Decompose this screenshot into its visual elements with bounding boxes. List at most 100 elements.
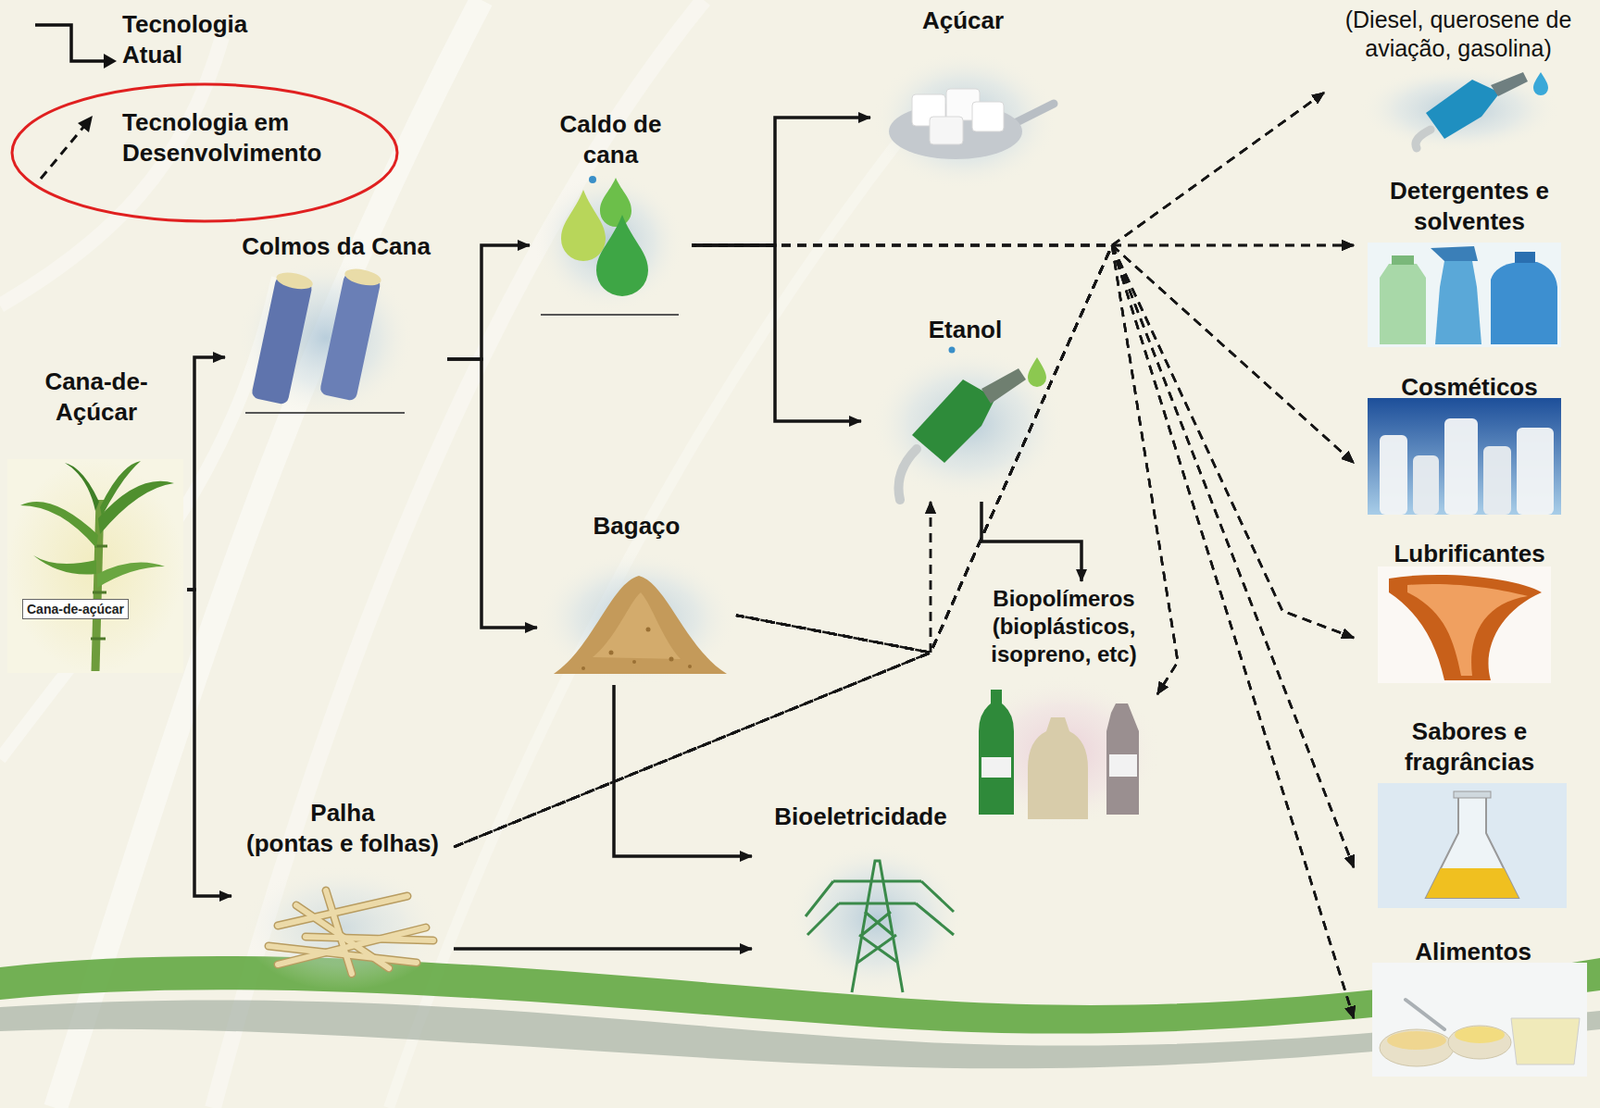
cane-stalks-icon [343,265,383,288]
legend-samples [77,115,93,133]
detergent-icon [1430,246,1478,262]
food-icon [1511,1018,1580,1065]
node-label: Palha [310,798,375,829]
cosmetics-icon [1412,455,1439,515]
straw-icon [305,937,434,941]
lubricant-icon [1388,575,1542,681]
sugar-icon [1016,103,1054,123]
cosmetics-icon [1444,418,1478,515]
power-tower-icon [857,912,899,963]
power-tower-icon [833,881,922,904]
dashed-arrow [736,245,1178,695]
cane-stalks-icon [275,269,314,292]
product-node: Detergentes e solventes [1353,172,1586,350]
dashed-arrow [453,245,1178,848]
sugarcane-icon [7,459,184,674]
dashed-arrow [453,245,1354,848]
straw-icon [325,890,352,975]
product-node: Caldo de cana [529,105,692,321]
sugarcane-icon [7,459,184,674]
detergent-icon [1391,255,1414,265]
power-tower-icon [805,861,954,993]
fuel-pump-icon [1359,66,1560,152]
node-label: Sabores e fragrâncias [1384,716,1556,777]
ethanol-pump-icon [870,348,1065,500]
bagasse-icon [669,657,675,663]
sugar-icon [929,116,963,145]
juice-icon [540,313,679,316]
power-tower-icon [788,842,965,995]
dashed-arrow [453,245,1354,848]
ethanol-pump-icon [981,368,1026,404]
straw-icon [268,890,434,975]
product-node: Açúcar [870,1,1056,193]
node-label: (Diesel, querosene de aviação, gasolina) [1342,5,1575,64]
sugarcane-icon [98,481,175,535]
juice-icon [588,175,597,184]
dashed-arrow [691,92,1325,246]
detergent-icon [1367,242,1562,348]
node-label: (pontas e folhas) [246,828,439,860]
node-label: Detergentes e solventes [1384,175,1556,237]
fuel-pump-icon [1490,72,1528,97]
biopolymer-bottles-icon [981,757,1012,778]
background [0,277,278,760]
straw-icon [277,896,408,926]
flavor-flask-icon [1453,791,1491,799]
dashed-arrow [453,245,1354,868]
straw-icon [268,890,434,975]
product-node: Sabores e fragrâncias [1353,712,1586,910]
biopolymer-bottles-icon [1106,703,1139,815]
fuel-pump-icon [1359,66,1560,152]
bagasse-icon [646,627,651,633]
dashed-arrow [453,92,1325,848]
bagasse-icon [632,660,637,664]
power-tower-icon [788,842,965,995]
biopolymer-bottles-icon [978,689,1014,815]
product-node: Cosméticos [1353,368,1586,517]
node-label: Bioeletricidade [774,801,947,833]
bagasse-icon [687,664,692,669]
food-icon [1372,962,1588,1077]
legend-label: Tecnologia em Desenvolvimento [122,107,336,168]
dashed-arrow [691,245,1354,638]
straw-icon [242,864,443,991]
fuel-pump-icon [1533,72,1549,96]
sugar-icon [972,101,1004,132]
legend-samples [12,25,398,222]
detergent-icon [1379,263,1426,345]
dashed-arrow [453,245,1354,848]
dashed-arrow [736,245,1354,868]
dashed-arrow [691,245,1354,463]
solid-arrow [613,685,752,857]
straw-icon [325,890,352,975]
biopolymer-bottles-icon [964,675,1162,828]
flavor-flask-icon [1425,796,1519,899]
node-label: Bagaço [593,511,681,542]
sugarcane-icon [100,461,141,517]
sugar-icon [872,50,1058,190]
green-swoosh [0,956,1600,1069]
node-label: Caldo de cana [550,109,672,170]
ethanol-pump-icon [898,449,917,500]
food-icon [1448,1025,1512,1060]
sugarcane-icon [64,462,100,512]
cane-stalks-icon [319,265,383,401]
solid-arrow [691,117,871,246]
node-label: Alimentos [1414,937,1532,968]
dashed-arrow [453,501,931,848]
connectors [187,92,1354,1019]
node-label: Biopolímeros (bioplásticos, isopreno, et… [981,585,1147,669]
product-node: Palha(pontas e folhas) [231,794,454,991]
product-node: (Diesel, querosene de aviação, gasolina) [1324,1,1593,150]
juice-icon [561,189,606,262]
green-swoosh [0,1000,1600,1069]
dashed-arrow [453,245,1354,1019]
flavor-flask-icon [1377,783,1567,909]
product-node: Lubrificantes [1353,535,1586,686]
product-node: Bioeletricidade [751,798,970,997]
